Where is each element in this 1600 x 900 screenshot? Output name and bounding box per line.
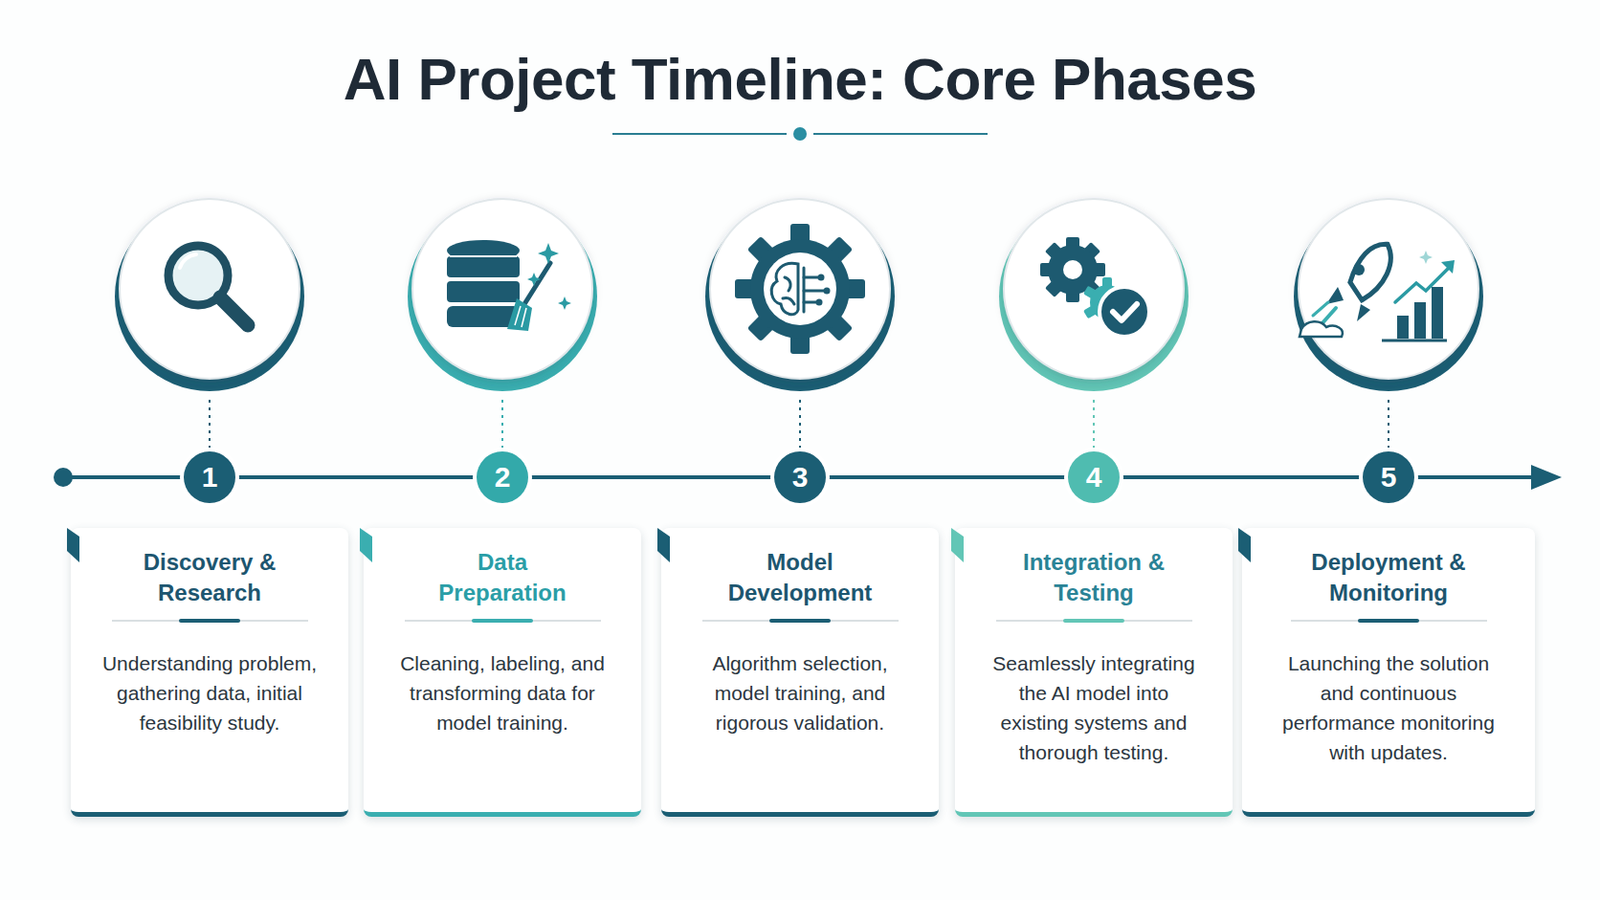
phase-heading: Data Preparation — [411, 547, 594, 609]
card-fold-shape — [359, 528, 373, 563]
card-fold — [359, 528, 374, 563]
heading-divider-accent — [769, 619, 831, 623]
step-number: 5 — [1362, 451, 1415, 504]
phase-card: Integration & TestingSeamlessly integrat… — [955, 528, 1233, 818]
phase-heading: Model Development — [709, 547, 891, 609]
phase-heading: Discovery & Research — [118, 547, 301, 609]
step-number: 2 — [476, 451, 529, 504]
icon-badge — [999, 199, 1189, 392]
card-fold-shape — [657, 528, 670, 563]
card-fold — [1238, 528, 1252, 563]
heading-divider-accent — [178, 619, 241, 623]
title-ornament — [612, 127, 988, 141]
card-fold-shape — [66, 528, 80, 563]
step-number: 1 — [183, 451, 236, 504]
card-fold — [951, 528, 965, 563]
card-fold-shape — [1238, 528, 1251, 563]
heading-divider — [404, 620, 601, 623]
step-number-text: 4 — [1086, 461, 1103, 494]
timeline-segment — [1119, 475, 1363, 480]
phase-description: Understanding problem, gathering data, i… — [101, 648, 318, 738]
database-icon — [446, 240, 572, 332]
card-fold-shape — [951, 528, 964, 563]
step-number-text: 5 — [1380, 461, 1398, 494]
phase-card: Data PreparationCleaning, labeling, and … — [363, 528, 642, 818]
heading-divider-accent — [471, 619, 534, 623]
timeline-segment — [825, 475, 1068, 480]
heading-divider — [996, 620, 1193, 623]
gears-check-icon — [1040, 237, 1150, 337]
phase-description: Cleaning, labeling, and transforming dat… — [394, 648, 611, 738]
phase-heading: Integration & Testing — [1002, 547, 1185, 609]
diagram-title: AI Project Timeline: Core Phases — [0, 38, 1600, 121]
gear-brain-icon — [734, 223, 866, 355]
dotted-leader — [209, 400, 1389, 450]
phase-description: Seamlessly integrating the AI model into… — [985, 648, 1202, 768]
phase-heading: Deployment & Monitoring — [1297, 547, 1480, 609]
step-number-text: 1 — [201, 461, 219, 494]
heading-divider — [111, 620, 309, 623]
phase-card: Discovery & ResearchUnderstanding proble… — [70, 528, 349, 818]
step-number-text: 3 — [792, 461, 809, 494]
timeline-segment — [235, 475, 477, 480]
icon-badge — [705, 199, 895, 392]
card-fold — [66, 528, 81, 563]
rocket-growth-icon — [1299, 236, 1455, 341]
icon-badge — [407, 199, 598, 392]
timeline-segment — [528, 475, 775, 480]
step-number-text: 2 — [494, 461, 512, 494]
phase-description: Algorithm selection, model training, and… — [691, 648, 909, 738]
phase-card: Deployment & MonitoringLaunching the sol… — [1242, 528, 1535, 818]
heading-divider-accent — [1063, 619, 1125, 623]
phase-description: Launching the solution and continuous pe… — [1280, 648, 1497, 768]
magnifier-icon — [168, 245, 248, 326]
icon-badge — [1293, 199, 1484, 392]
heading-divider — [1290, 620, 1488, 623]
step-number: 4 — [1067, 451, 1120, 504]
step-number: 3 — [774, 451, 826, 504]
phase-card: Model DevelopmentAlgorithm selection, mo… — [661, 528, 939, 818]
heading-divider — [702, 620, 899, 623]
icon-badge — [114, 199, 305, 392]
card-fold — [657, 528, 671, 563]
heading-divider-accent — [1357, 619, 1420, 623]
